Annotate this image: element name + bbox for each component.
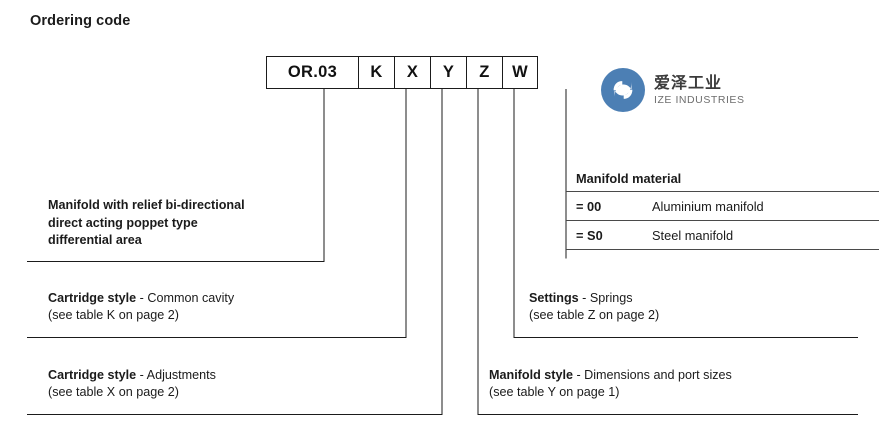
manifold-style-rest: - Dimensions and port sizes bbox=[572, 368, 732, 382]
manifold-style-title-line: Manifold style - Dimensions and port siz… bbox=[489, 367, 732, 384]
description-cartridge-adjustments: Cartridge style - Adjustments (see table… bbox=[48, 367, 216, 400]
settings-bold: Settings bbox=[529, 291, 579, 305]
cartridge-adjustments-bold: Cartridge style bbox=[48, 368, 137, 382]
description-manifold-style: Manifold style - Dimensions and port siz… bbox=[489, 367, 732, 400]
ordering-code-row: OR.03 K X Y Z W bbox=[266, 56, 538, 89]
logo-text-group: 爱泽工业 IZE INDUSTRIES bbox=[654, 72, 745, 106]
manifold-style-bold: Manifold style bbox=[489, 368, 573, 382]
cartridge-common-cavity-note: (see table K on page 2) bbox=[48, 307, 179, 322]
description-main: Manifold with relief bi-directional dire… bbox=[48, 197, 245, 250]
code-box-k: K bbox=[358, 56, 394, 89]
logo-chinese-name: 爱泽工业 bbox=[654, 72, 723, 92]
code-box-x: X bbox=[394, 56, 430, 89]
manifold-material-table-header: Manifold material bbox=[566, 168, 879, 192]
ize-industries-logo-icon bbox=[601, 68, 645, 112]
table-row: = 00 Aluminium manifold bbox=[566, 192, 879, 221]
settings-rest: - Springs bbox=[578, 291, 633, 305]
table-row: = S0 Steel manifold bbox=[566, 221, 879, 250]
cartridge-adjustments-note: (see table X on page 2) bbox=[48, 384, 179, 399]
company-logo: 爱泽工业 IZE INDUSTRIES bbox=[601, 68, 745, 112]
manifold-material-code-00: = 00 bbox=[576, 198, 602, 214]
code-box-or03: OR.03 bbox=[266, 56, 358, 89]
manifold-material-desc-s0: Steel manifold bbox=[652, 227, 734, 243]
logo-english-name: IZE INDUSTRIES bbox=[654, 93, 745, 106]
code-box-w: W bbox=[502, 56, 538, 89]
description-settings: Settings - Springs (see table Z on page … bbox=[529, 290, 659, 323]
description-main-line-1: Manifold with relief bi-directional bbox=[48, 198, 245, 212]
description-main-line-2: direct acting poppet type bbox=[48, 215, 198, 230]
code-box-z: Z bbox=[466, 56, 502, 89]
description-main-line-3: differential area bbox=[48, 233, 142, 247]
manifold-material-table: Manifold material = 00 Aluminium manifol… bbox=[566, 168, 879, 250]
cartridge-common-cavity-rest: - Common cavity bbox=[136, 291, 235, 305]
manifold-material-desc-00: Aluminium manifold bbox=[652, 198, 764, 214]
code-box-y: Y bbox=[430, 56, 466, 89]
cartridge-adjustments-rest: - Adjustments bbox=[136, 368, 216, 382]
cartridge-common-cavity-title-line: Cartridge style - Common cavity bbox=[48, 290, 234, 307]
description-cartridge-common-cavity: Cartridge style - Common cavity (see tab… bbox=[48, 290, 234, 323]
settings-note: (see table Z on page 2) bbox=[529, 307, 660, 322]
manifold-style-note: (see table Y on page 1) bbox=[489, 384, 620, 399]
settings-title-line: Settings - Springs bbox=[529, 290, 659, 307]
manifold-material-code-s0: = S0 bbox=[576, 227, 603, 243]
cartridge-adjustments-title-line: Cartridge style - Adjustments bbox=[48, 367, 216, 384]
cartridge-common-cavity-bold: Cartridge style bbox=[48, 291, 137, 305]
page-title: Ordering code bbox=[30, 13, 131, 29]
